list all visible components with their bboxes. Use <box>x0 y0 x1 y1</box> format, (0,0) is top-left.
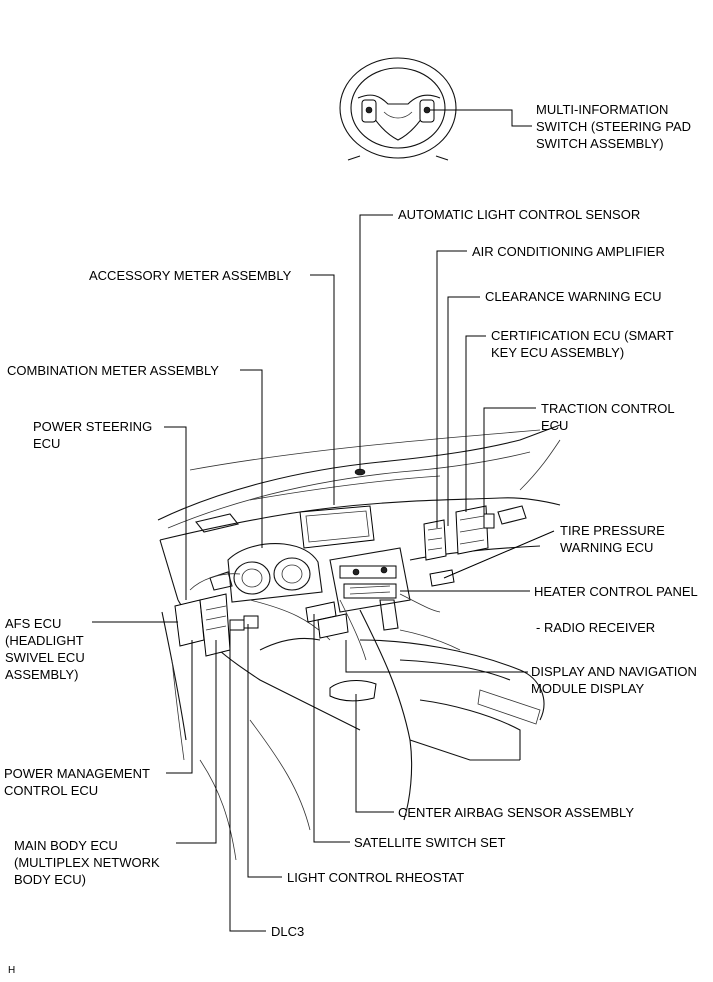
dashboard-outline <box>157 424 561 861</box>
label-tire-pressure-warning-ecu: TIRE PRESSURE WARNING ECU <box>560 523 665 555</box>
label-clearance-warning-ecu: CLEARANCE WARNING ECU <box>485 289 662 304</box>
label-radio-receiver: - RADIO RECEIVER <box>536 620 656 635</box>
label-combination-meter-assembly: COMBINATION METER ASSEMBLY <box>7 363 219 378</box>
label-heater-control-panel: HEATER CONTROL PANEL <box>534 584 698 599</box>
label-certification-ecu: CERTIFICATION ECU (SMART KEY ECU ASSEMBL… <box>491 328 674 360</box>
label-dlc3: DLC3 <box>271 924 305 939</box>
label-power-steering-ecu: POWER STEERING ECU <box>33 419 153 451</box>
label-light-control-rheostat: LIGHT CONTROL RHEOSTAT <box>287 870 465 885</box>
corner-mark: H <box>8 965 16 976</box>
label-main-body-ecu: MAIN BODY ECU (MULTIPLEX NETWORK BODY EC… <box>14 838 160 887</box>
label-automatic-light-control-sensor: AUTOMATIC LIGHT CONTROL SENSOR <box>398 207 641 222</box>
label-accessory-meter-assembly: ACCESSORY METER ASSEMBLY <box>89 268 292 283</box>
component-shapes <box>174 468 495 702</box>
steering-wheel-illustration <box>339 57 457 161</box>
label-traction-control-ecu: TRACTION CONTROL ECU <box>541 401 675 433</box>
label-multi-information-switch: MULTI-INFORMATION SWITCH (STEERING PAD S… <box>536 102 692 151</box>
label-display-navigation-module: DISPLAY AND NAVIGATION MODULE DISPLAY <box>531 664 697 696</box>
leader-lines <box>92 109 555 932</box>
label-satellite-switch-set: SATELLITE SWITCH SET <box>354 835 506 850</box>
label-air-conditioning-amplifier: AIR CONDITIONING AMPLIFIER <box>472 244 665 259</box>
label-center-airbag-sensor: CENTER AIRBAG SENSOR ASSEMBLY <box>398 805 634 820</box>
label-afs-ecu: AFS ECU (HEADLIGHT SWIVEL ECU ASSEMBLY) <box>5 616 85 682</box>
label-power-management-control-ecu: POWER MANAGEMENT CONTROL ECU <box>4 766 150 798</box>
